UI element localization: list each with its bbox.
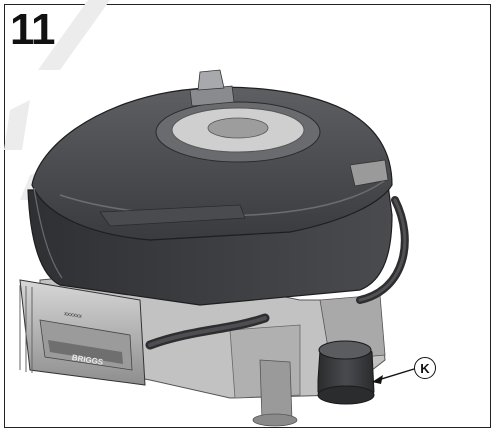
part-label-text: xxxxxx — [64, 311, 83, 320]
hoses — [145, 196, 409, 350]
oil-filter — [317, 340, 375, 405]
watermark-mark — [4, 0, 110, 200]
valve-cover: BRIGGS xxxxxx — [19, 279, 146, 386]
blower-housing — [27, 69, 393, 306]
figure-number: 11 — [10, 5, 56, 54]
callout-k: K — [414, 357, 436, 379]
callout-label: K — [420, 360, 430, 376]
callout-leader-arrow — [372, 368, 415, 384]
